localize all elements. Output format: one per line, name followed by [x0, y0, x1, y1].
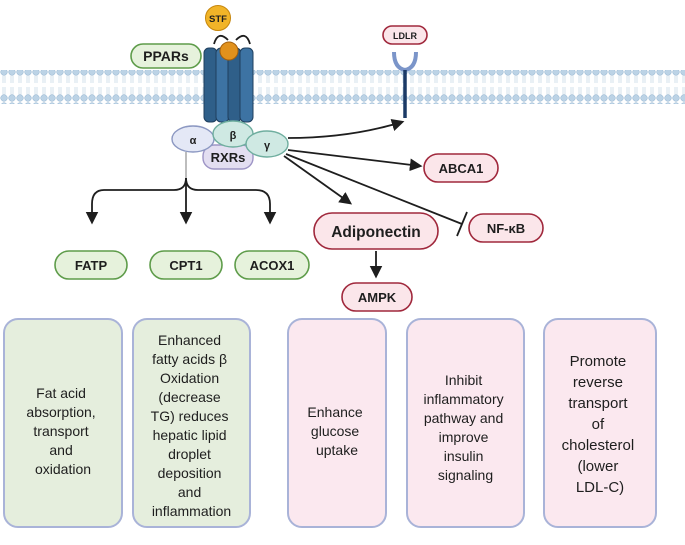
ppar-receptor	[203, 34, 254, 123]
outcome-text: Promote reverse transport of cholesterol…	[562, 353, 639, 496]
outcome-box-fatty-acid: Fat acid absorption, transport and oxida…	[3, 318, 123, 528]
outcome-text: Inhibit inflammatory pathway and improve…	[423, 372, 507, 483]
outcome-box-inflammation: Inhibit inflammatory pathway and improve…	[406, 318, 525, 528]
svg-text:FATP: FATP	[75, 258, 108, 273]
inhibition-to-nfkb	[285, 153, 463, 225]
ampk-node: AMPK	[341, 282, 413, 312]
stf-label: STF	[209, 14, 227, 25]
cell-membrane	[0, 70, 685, 104]
ppars-node: PPARs	[130, 43, 202, 69]
outcome-box-glucose: Enhance glucose uptake	[287, 318, 387, 528]
arrow-to-adiponectin	[283, 155, 353, 205]
svg-text:Adiponectin: Adiponectin	[331, 224, 421, 241]
fatp-node: FATP	[54, 250, 128, 280]
rxrs-label: RXRs	[211, 150, 246, 165]
outcome-text: Enhanced fatty acids β Oxidation (decrea…	[151, 332, 233, 519]
svg-text:ABCA1: ABCA1	[439, 161, 484, 176]
svg-text:CPT1: CPT1	[169, 258, 202, 273]
svg-text:ACOX1: ACOX1	[250, 258, 295, 273]
gamma-subunit-label: γ	[264, 140, 271, 152]
ppars-label: PPARs	[143, 48, 189, 64]
alpha-subunit-label: α	[190, 135, 197, 147]
outcome-box-beta-oxidation: Enhanced fatty acids β Oxidation (decrea…	[132, 318, 251, 528]
stf-ligand-ball	[219, 41, 239, 61]
outcome-box-cholesterol: Promote reverse transport of cholesterol…	[543, 318, 657, 528]
outcome-text: Enhance glucose uptake	[307, 404, 366, 458]
arrow-to-abca1	[287, 149, 423, 172]
adiponectin-node: Adiponectin	[313, 212, 439, 250]
outcome-text: Fat acid absorption, transport and oxida…	[26, 385, 99, 477]
beta-subunit-label: β	[230, 130, 237, 142]
inhibition-bar	[456, 211, 468, 237]
cpt1-node: CPT1	[149, 250, 223, 280]
arrow-to-ldlr	[287, 118, 405, 139]
ldlr-receptor: LDLR	[382, 25, 428, 118]
abca1-node: ABCA1	[423, 153, 499, 183]
rxr-complex: RXRs α β γ	[171, 120, 289, 170]
alpha-branch-arrows	[85, 152, 277, 225]
nfkb-node: NF-κB	[468, 213, 544, 243]
svg-text:NF-κB: NF-κB	[487, 221, 525, 236]
svg-text:AMPK: AMPK	[358, 290, 397, 305]
acox1-node: ACOX1	[234, 250, 310, 280]
ldlr-label: LDLR	[393, 31, 417, 41]
stf-ligand: STF	[205, 5, 231, 31]
